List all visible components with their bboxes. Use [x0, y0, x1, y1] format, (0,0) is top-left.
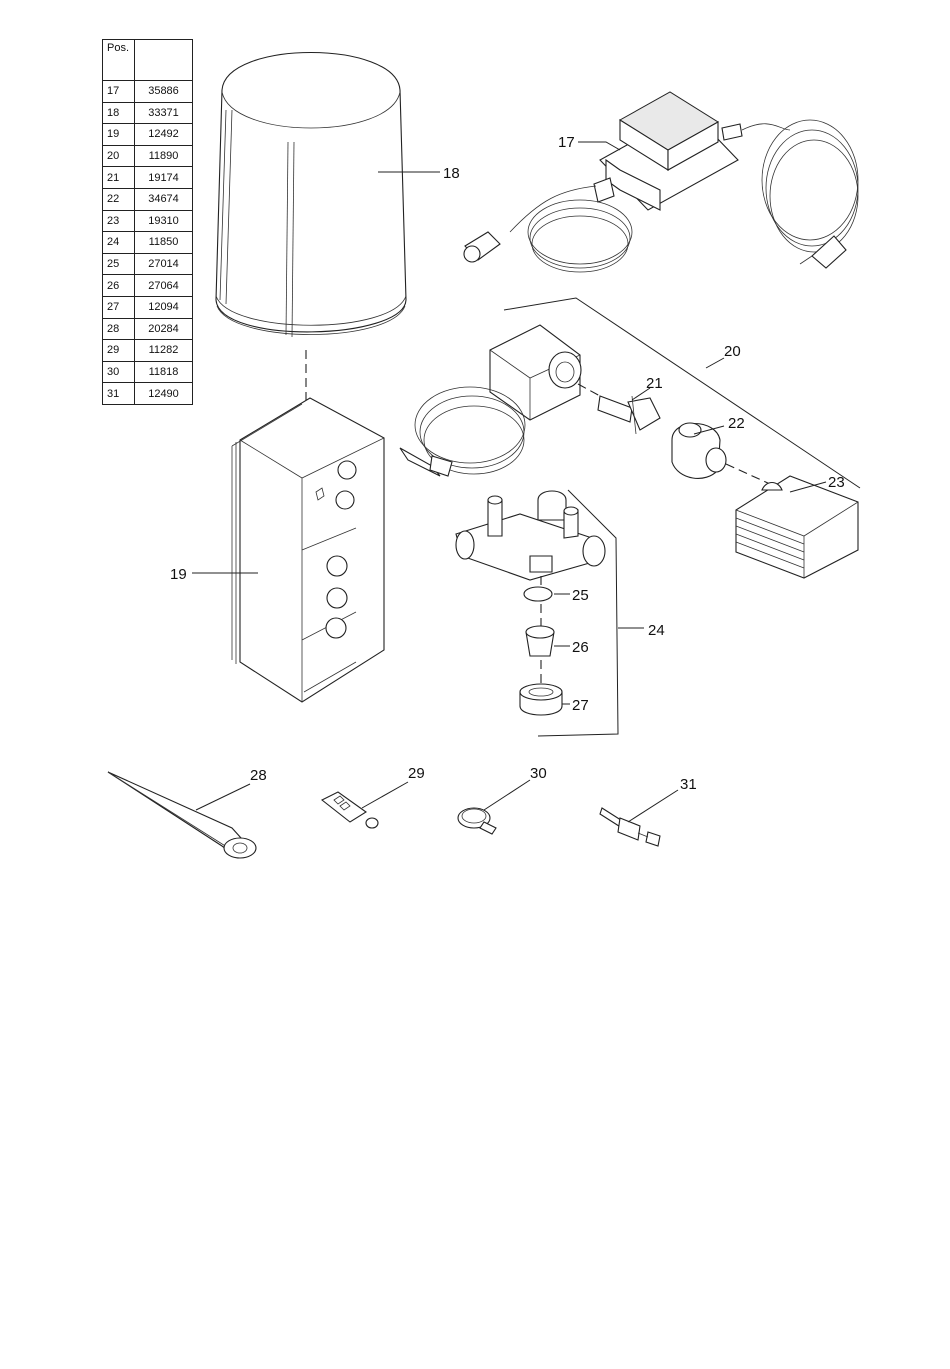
callout-22: 22 [728, 415, 745, 432]
callout-23: 23 [828, 474, 845, 491]
part-26-adapter [526, 626, 554, 656]
part-17-transformer [464, 92, 858, 272]
callout-19: 19 [170, 566, 187, 583]
callout-24: 24 [648, 622, 665, 639]
callout-18: 18 [443, 165, 460, 182]
part-20-pump [400, 325, 581, 476]
callout-21: 21 [646, 375, 663, 392]
part-28-ground-spike [108, 772, 256, 858]
part-23-filter [736, 476, 858, 578]
callout-29: 29 [408, 765, 425, 782]
callout-30: 30 [530, 765, 547, 782]
part-25-o-ring [524, 587, 552, 601]
part-31-connector [600, 808, 660, 846]
assembly-line-22-23 [726, 464, 770, 484]
callout-20: 20 [724, 343, 741, 360]
callout-27: 27 [572, 697, 589, 714]
part-27-union-nut [520, 684, 562, 715]
part-30-hose-clamp [458, 808, 496, 834]
assembly-line-21-22 [578, 384, 600, 396]
part-19-housing [232, 398, 384, 702]
part-22-pump-head [672, 423, 726, 478]
part-21-rotor [598, 396, 660, 434]
part-29-remote [322, 792, 378, 828]
callout-28: 28 [250, 767, 267, 784]
part-18-cover [216, 53, 406, 338]
callout-26: 26 [572, 639, 589, 656]
callout-31: 31 [680, 776, 697, 793]
callout-17: 17 [558, 134, 575, 151]
callout-25: 25 [572, 587, 589, 604]
